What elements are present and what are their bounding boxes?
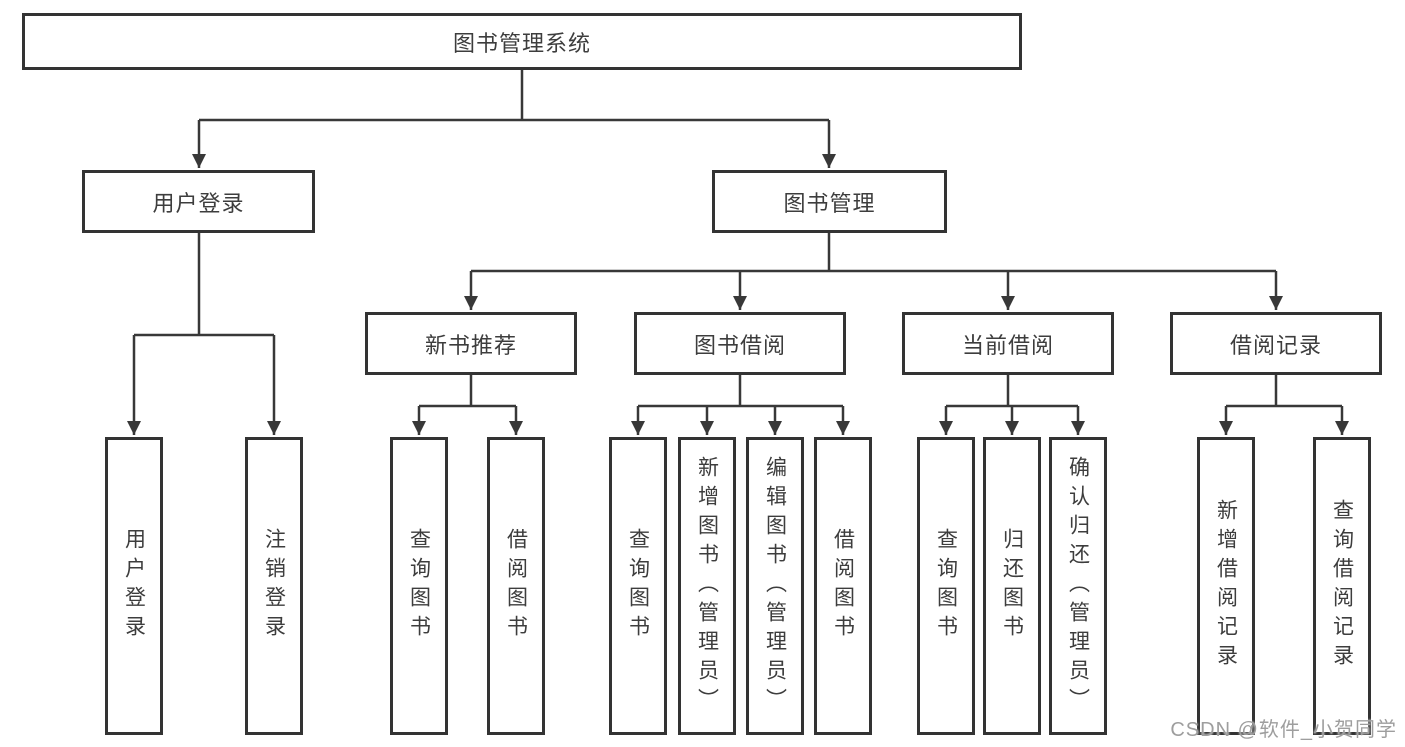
leaf-logout: 注销登录 bbox=[245, 437, 303, 735]
csdn-watermark: CSDN @软件_小贺同学 bbox=[1170, 719, 1397, 741]
leaf-add-book-admin-label: 新增图书（管理员） bbox=[695, 455, 719, 717]
leaf-borrow-books-recommend: 借阅图书 bbox=[487, 437, 545, 735]
leaf-logout-label: 注销登录 bbox=[262, 528, 286, 644]
node-current-borrowing: 当前借阅 bbox=[902, 312, 1114, 375]
node-borrowing-records: 借阅记录 bbox=[1170, 312, 1382, 375]
node-root: 图书管理系统 bbox=[22, 13, 1022, 70]
branch-lines bbox=[134, 70, 1342, 408]
leaf-add-book-admin: 新增图书（管理员） bbox=[678, 437, 736, 735]
leaf-user-login-label: 用户登录 bbox=[122, 528, 146, 644]
leaf-borrow-books-borrowing-label: 借阅图书 bbox=[831, 528, 855, 644]
node-current-borrowing-label: 当前借阅 bbox=[961, 332, 1054, 358]
node-book-management-label: 图书管理 bbox=[783, 190, 876, 216]
leaf-query-books-borrowing: 查询图书 bbox=[609, 437, 667, 735]
arrow-lines bbox=[127, 120, 1349, 435]
node-new-book-recommend-label: 新书推荐 bbox=[424, 332, 517, 358]
leaf-confirm-return-admin: 确认归还（管理员） bbox=[1049, 437, 1107, 735]
node-borrowing-records-label: 借阅记录 bbox=[1229, 332, 1322, 358]
leaf-query-books-recommend-label: 查询图书 bbox=[407, 528, 431, 644]
leaf-query-books-recommend: 查询图书 bbox=[390, 437, 448, 735]
node-book-borrowing-label: 图书借阅 bbox=[693, 332, 786, 358]
leaf-user-login: 用户登录 bbox=[105, 437, 163, 735]
node-new-book-recommend: 新书推荐 bbox=[365, 312, 577, 375]
node-root-label: 图书管理系统 bbox=[452, 30, 591, 56]
node-user-login-label: 用户登录 bbox=[152, 190, 245, 216]
node-book-borrowing: 图书借阅 bbox=[634, 312, 846, 375]
leaf-query-borrow-record: 查询借阅记录 bbox=[1313, 437, 1371, 735]
leaf-add-borrow-record-label: 新增借阅记录 bbox=[1214, 499, 1238, 673]
leaf-query-borrow-record-label: 查询借阅记录 bbox=[1330, 499, 1354, 673]
leaf-return-books: 归还图书 bbox=[983, 437, 1041, 735]
leaf-query-books-current: 查询图书 bbox=[917, 437, 975, 735]
leaf-query-books-current-label: 查询图书 bbox=[934, 528, 958, 644]
leaf-return-books-label: 归还图书 bbox=[1000, 528, 1024, 644]
node-user-login: 用户登录 bbox=[82, 170, 315, 233]
leaf-edit-book-admin: 编辑图书（管理员） bbox=[746, 437, 804, 735]
node-book-management: 图书管理 bbox=[712, 170, 947, 233]
leaf-edit-book-admin-label: 编辑图书（管理员） bbox=[763, 455, 787, 717]
leaf-borrow-books-borrowing: 借阅图书 bbox=[814, 437, 872, 735]
leaf-query-books-borrowing-label: 查询图书 bbox=[626, 528, 650, 644]
leaf-confirm-return-admin-label: 确认归还（管理员） bbox=[1066, 455, 1090, 717]
leaf-add-borrow-record: 新增借阅记录 bbox=[1197, 437, 1255, 735]
leaf-borrow-books-recommend-label: 借阅图书 bbox=[504, 528, 528, 644]
